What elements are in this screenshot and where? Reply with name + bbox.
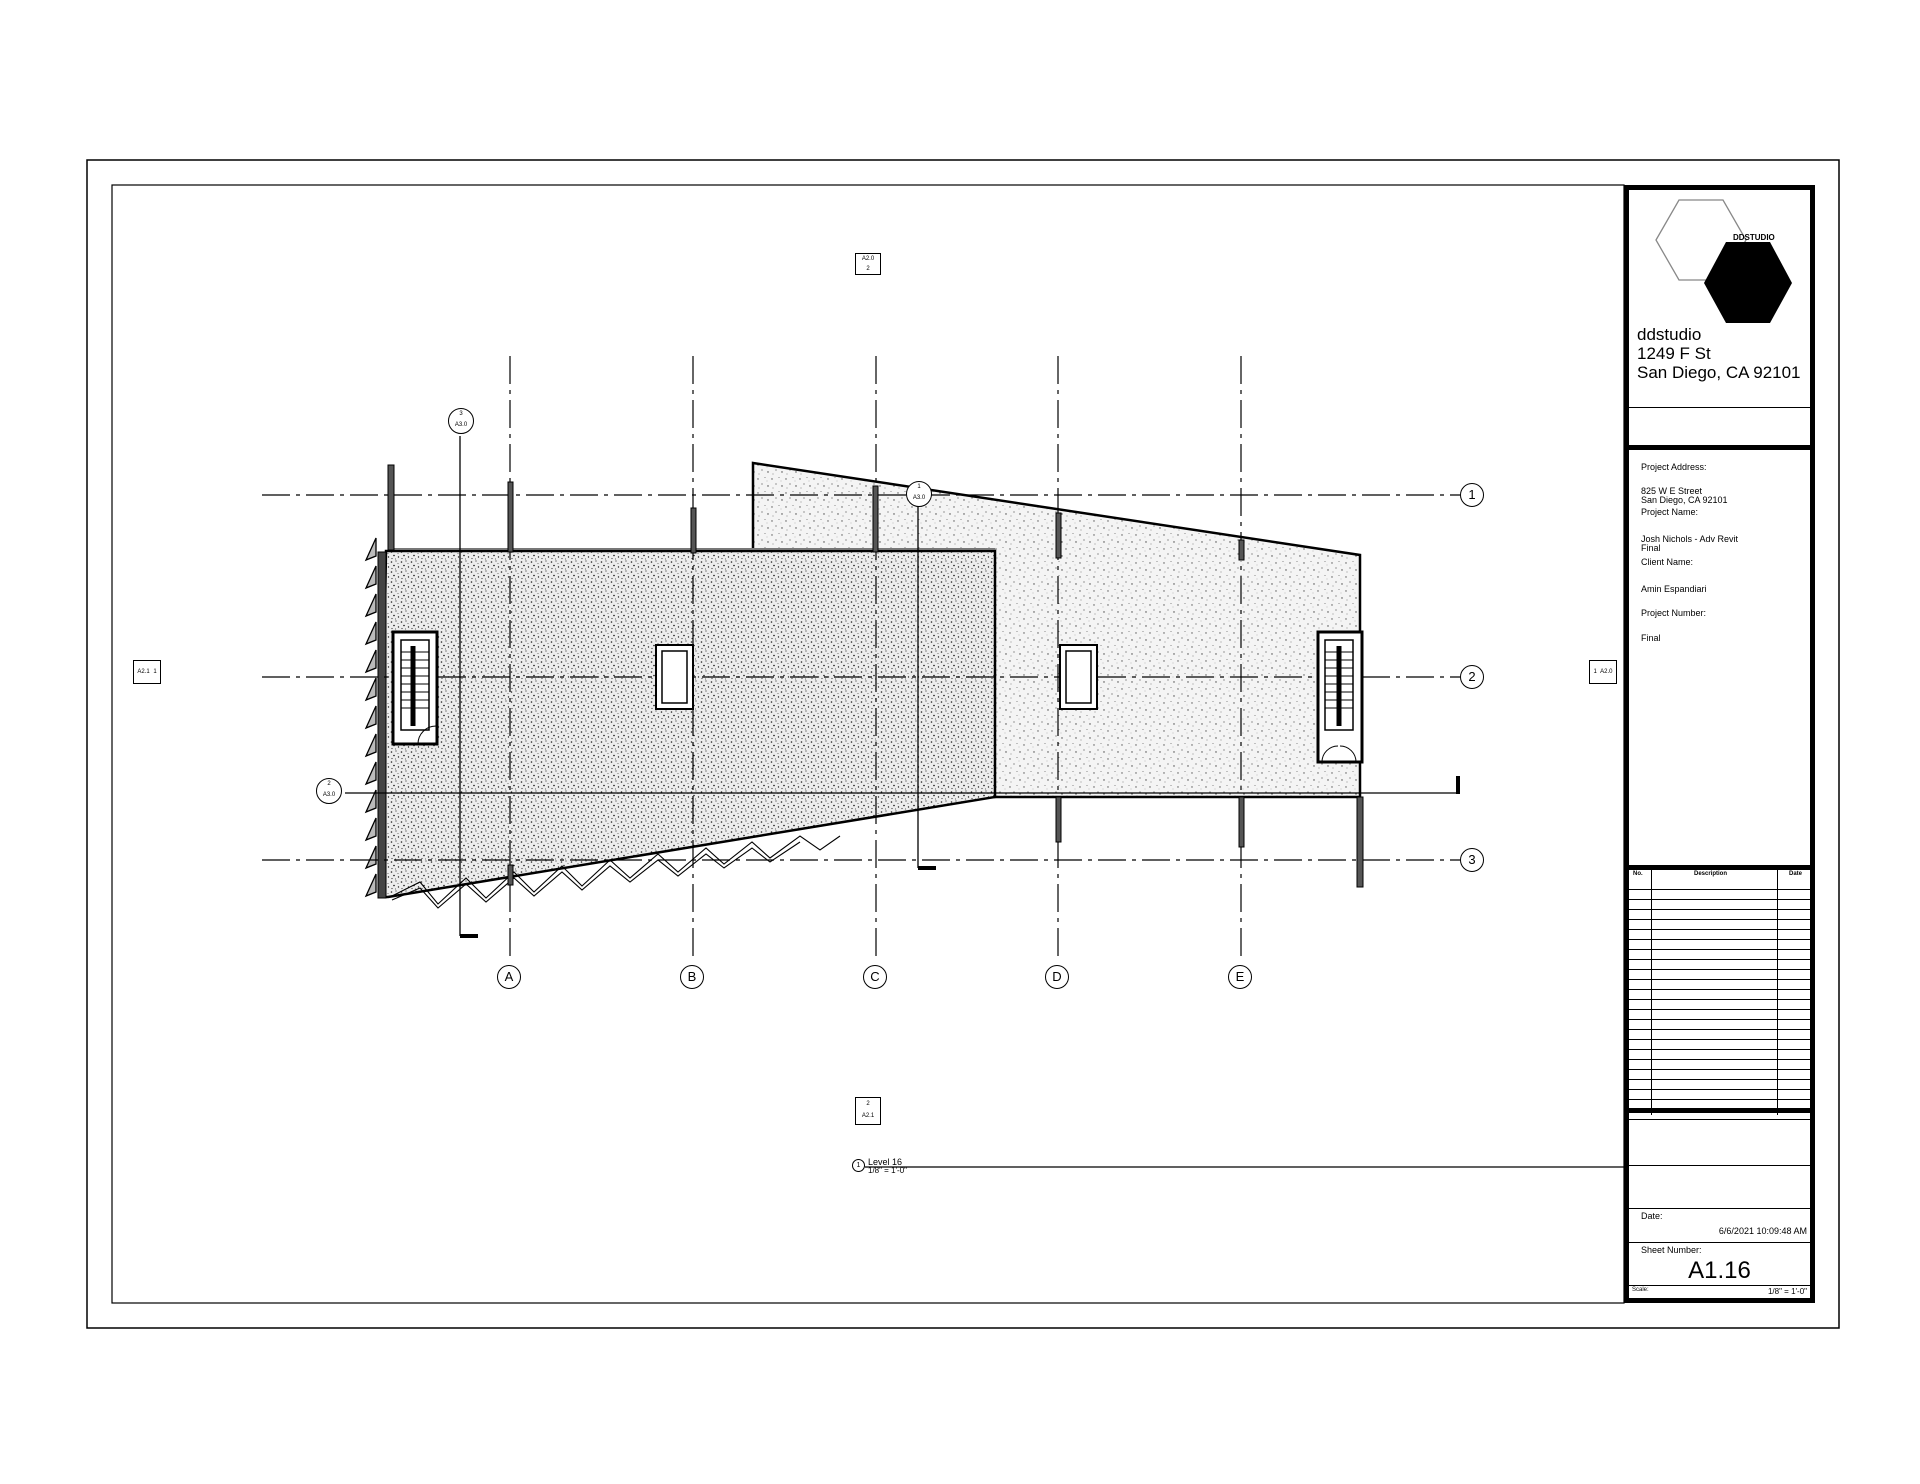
revision-col-divider xyxy=(1777,870,1778,1115)
scale-divider xyxy=(1629,1285,1810,1286)
sheet-number: A1.16 xyxy=(1688,1257,1751,1284)
view-name: Level 16 xyxy=(868,1157,903,1167)
project-address-label: Project Address: xyxy=(1641,462,1707,472)
grid-label: B xyxy=(687,969,697,984)
sheet-number-divider xyxy=(1629,1242,1810,1243)
firm-panel: DDSTUDIO ddstudio 1249 F St San Diego, C… xyxy=(1629,190,1810,408)
outer-sheet-border xyxy=(86,159,1840,1329)
revision-col-date: Date xyxy=(1789,871,1803,877)
grid-bubble-a: A xyxy=(497,965,521,989)
scale-value: 1/8" = 1'-0" xyxy=(1767,1287,1807,1296)
grid-label: C xyxy=(870,969,880,984)
elevation-tag-south: 2 A2.1 xyxy=(855,1097,881,1125)
elevation-ref: A2.0 xyxy=(1600,669,1613,675)
grid-bubble-3: 3 xyxy=(1460,848,1484,872)
firm-city: San Diego, CA 92101 xyxy=(1637,363,1801,382)
section-tag-3: 3 A3.0 xyxy=(448,408,474,434)
client-name-label: Client Name: xyxy=(1641,557,1694,567)
grid-bubble-b: B xyxy=(680,965,704,989)
grid-label: 2 xyxy=(1468,669,1476,684)
project-name-label: Project Name: xyxy=(1641,507,1699,517)
west-stair-core xyxy=(391,630,439,746)
grid-label: 3 xyxy=(1468,852,1476,867)
section-num: 2 xyxy=(327,781,331,787)
lower-box-line xyxy=(1629,1165,1810,1166)
section-lines xyxy=(345,436,1458,936)
grid-bubble-c: C xyxy=(863,965,887,989)
section-ref: A3.0 xyxy=(454,422,468,428)
logo-text: DDSTUDIO xyxy=(1733,233,1775,242)
grid-bubble-d: D xyxy=(1045,965,1069,989)
section-ref: A3.0 xyxy=(322,792,336,798)
revision-col-description: Description xyxy=(1694,871,1728,877)
date-divider xyxy=(1629,1208,1810,1209)
grid-label: D xyxy=(1052,969,1062,984)
west-exterior-wall xyxy=(377,551,387,899)
grid-lines-vertical xyxy=(509,356,1242,960)
west-louvers xyxy=(364,537,377,898)
grid-label: E xyxy=(1235,969,1245,984)
east-stair-core xyxy=(1316,630,1364,764)
date-label: Date: xyxy=(1641,1211,1663,1221)
project-name-line2: Final xyxy=(1641,543,1661,553)
title-divider xyxy=(1629,445,1810,450)
firm-street: 1249 F St xyxy=(1637,344,1711,363)
elevator-shafts xyxy=(655,644,1098,710)
revision-table: No. Description Date xyxy=(1629,865,1810,1120)
elevation-num: 1 xyxy=(1593,669,1597,675)
project-name-line1: Josh Nichols - Adv Revit xyxy=(1641,534,1739,544)
elevation-tag-east: 1 A2.0 xyxy=(1589,660,1617,684)
project-address-line1: 825 W E Street xyxy=(1641,486,1703,496)
firm-name: ddstudio xyxy=(1637,325,1702,344)
lower-divider xyxy=(1629,1108,1810,1113)
project-number: Final xyxy=(1641,633,1661,643)
project-address-line2: San Diego, CA 92101 xyxy=(1641,495,1728,505)
floor-slab-west-wing xyxy=(378,549,997,899)
grid-label: 1 xyxy=(1468,487,1476,502)
project-number-label: Project Number: xyxy=(1641,608,1707,618)
elevation-ref: A2.1 xyxy=(137,669,150,675)
section-line-ends xyxy=(460,776,1460,938)
grid-bubble-2: 2 xyxy=(1460,665,1484,689)
elevation-tag-north: A2.0 2 xyxy=(855,253,881,275)
section-ref: A3.0 xyxy=(912,495,926,501)
view-number: 1 xyxy=(856,1162,861,1169)
grid-bubble-1: 1 xyxy=(1460,483,1484,507)
view-scale: 1/8" = 1'-0" xyxy=(868,1166,908,1175)
date-value: 6/6/2021 10:09:48 AM xyxy=(1718,1226,1807,1236)
elevation-ref: A2.0 xyxy=(861,256,875,262)
sheet-number-label: Sheet Number: xyxy=(1641,1245,1702,1255)
ddstudio-logo xyxy=(1655,199,1792,323)
elevation-num: 2 xyxy=(866,266,870,272)
elevation-num: 2 xyxy=(866,1101,870,1107)
elevation-num: 1 xyxy=(153,669,157,675)
elevation-tag-west: A2.1 1 xyxy=(133,660,161,684)
title-block: DDSTUDIO ddstudio 1249 F St San Diego, C… xyxy=(1624,185,1815,1303)
client-name: Amin Espandiari xyxy=(1641,584,1707,594)
view-number-bubble: 1 xyxy=(852,1159,865,1172)
section-num: 3 xyxy=(459,411,463,417)
revision-rows xyxy=(1629,880,1810,1120)
south-sloped-louvers xyxy=(391,835,841,909)
grid-bubble-e: E xyxy=(1228,965,1252,989)
revision-col-divider xyxy=(1651,870,1652,1115)
section-tag-2: 2 A3.0 xyxy=(316,778,342,804)
scale-label: Scale: xyxy=(1632,1287,1649,1293)
grid-lines-horizontal xyxy=(262,494,1460,861)
section-tag-1: 1 A3.0 xyxy=(906,481,932,507)
revision-col-no: No. xyxy=(1633,871,1643,877)
section-num: 1 xyxy=(917,484,921,490)
structural-columns xyxy=(387,464,1364,888)
elevation-ref: A2.1 xyxy=(861,1113,875,1119)
grid-label: A xyxy=(504,969,514,984)
